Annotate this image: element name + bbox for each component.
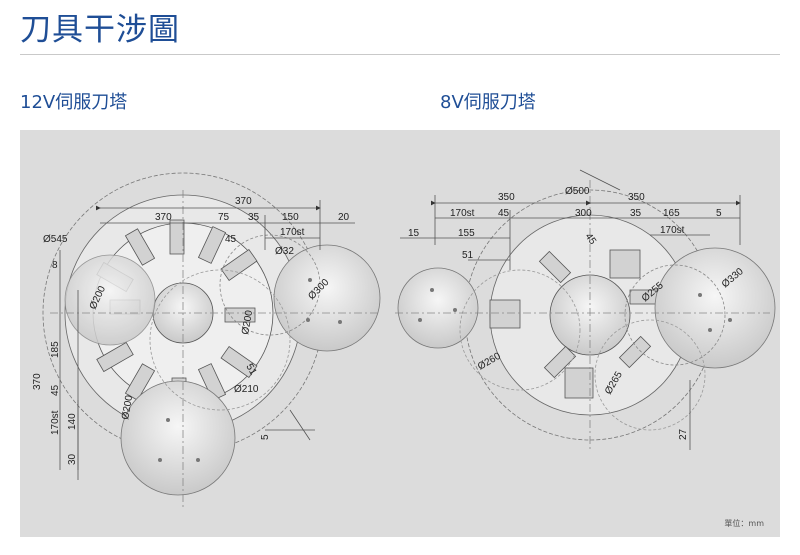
- dim-140: 140: [67, 413, 78, 430]
- dim-phi200-b: Ø200: [240, 309, 255, 335]
- section-title-8v: 8V伺服刀塔: [440, 92, 536, 113]
- turret-8v-drawing: [395, 169, 776, 450]
- dim-27: 27: [678, 428, 689, 440]
- dim-370-vertical: 370: [32, 373, 43, 390]
- dim-phi32: Ø32: [275, 246, 294, 257]
- dim-350-right: 350: [628, 192, 645, 203]
- dim-165: 165: [663, 208, 680, 219]
- dim-8: 8: [52, 260, 58, 271]
- dim-51: 51: [462, 250, 474, 261]
- dim-5: 5: [260, 434, 271, 440]
- dim-phi200-c: Ø200: [120, 394, 135, 420]
- dim-170st: 170st: [450, 208, 475, 219]
- dim-35: 35: [248, 212, 260, 223]
- dim-370-top: 370: [235, 196, 252, 207]
- turret-12v-drawing: [42, 172, 381, 510]
- dim-45: 45: [498, 208, 510, 219]
- dim-phi500: Ø500: [565, 186, 590, 197]
- drawing-panel: 370 370 75 35 150 20 170st 45 Ø32 Ø545 8…: [20, 130, 780, 537]
- dim-20: 20: [338, 212, 350, 223]
- dim-30: 30: [67, 453, 78, 465]
- section-title-12v: 12V伺服刀塔: [20, 92, 128, 113]
- dim-350-left: 350: [498, 192, 515, 203]
- dim-75: 75: [218, 212, 230, 223]
- interference-drawings: 370 370 75 35 150 20 170st 45 Ø32 Ø545 8…: [32, 169, 776, 510]
- dim-170st-vertical: 170st: [50, 410, 61, 435]
- dim-phi210: Ø210: [234, 384, 259, 395]
- dim-45-vertical: 45: [50, 384, 61, 396]
- dim-phi545: Ø545: [43, 234, 68, 245]
- title-divider: [20, 54, 780, 55]
- dim-5: 5: [716, 208, 722, 219]
- dim-51: 51: [243, 362, 258, 378]
- dim-45: 45: [225, 234, 237, 245]
- dim-150: 150: [282, 212, 299, 223]
- dim-170st: 170st: [280, 227, 305, 238]
- dim-185: 185: [50, 341, 61, 358]
- dim-155: 155: [458, 228, 475, 239]
- dim-15: 15: [408, 228, 420, 239]
- page-title: 刀具干涉圖: [20, 12, 180, 48]
- unit-note: 單位：mm: [724, 519, 764, 528]
- dim-300: 300: [575, 208, 592, 219]
- turret-12v-dimensions: 370 370 75 35 150 20 170st 45 Ø32 Ø545 8…: [32, 196, 350, 465]
- dim-370-inner: 370: [155, 212, 172, 223]
- dim-35: 35: [630, 208, 642, 219]
- dim-170st-b: 170st: [660, 225, 685, 236]
